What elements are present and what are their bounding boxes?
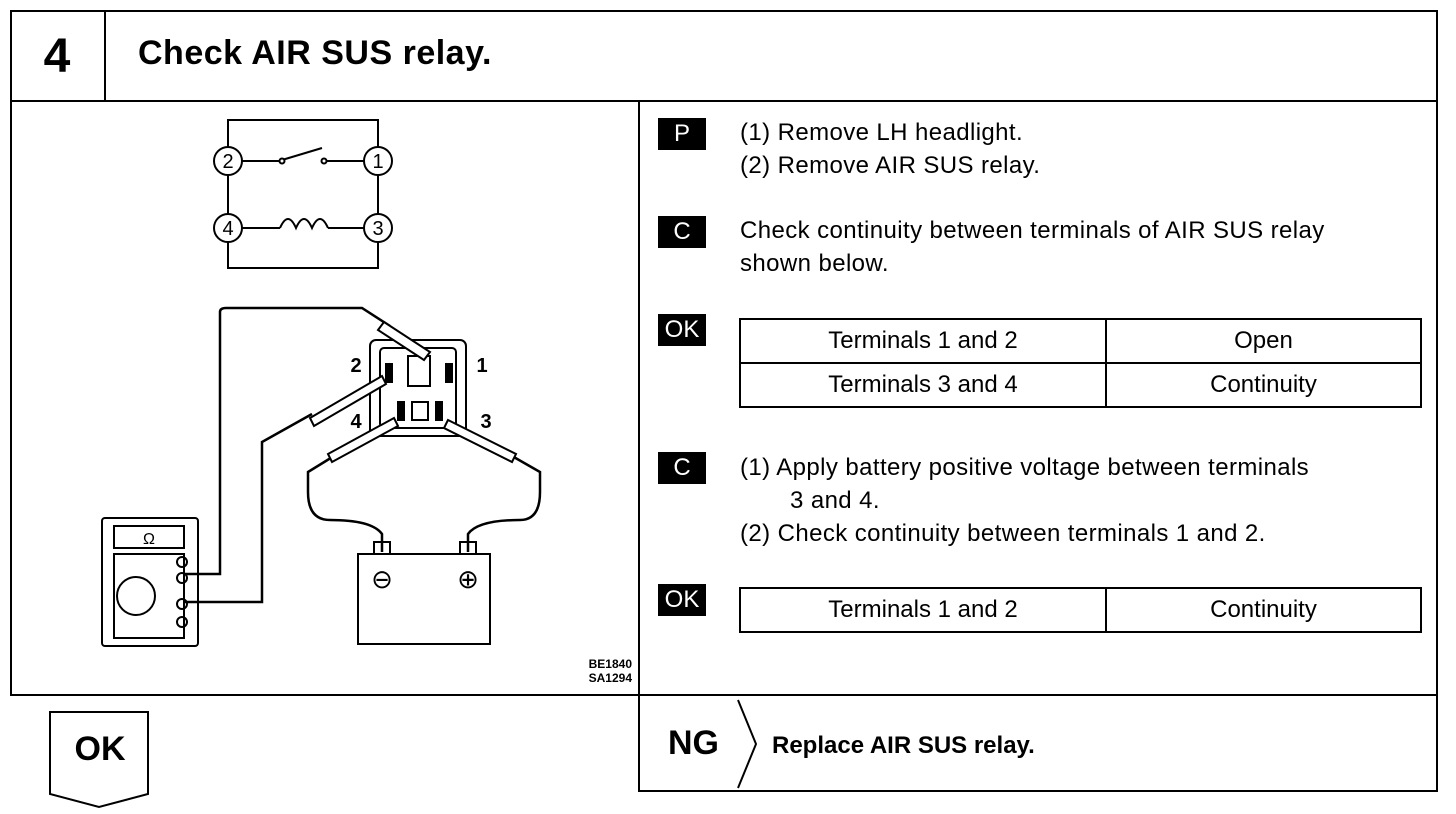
table-row: Terminals 1 and 2 Continuity [739,587,1422,633]
prep-tag: P [658,118,706,150]
ok2-tag: OK [658,584,706,616]
figure-code-1: BE1840 [589,657,633,671]
relay-terminal-2: 2 [350,355,361,377]
ok1-terminals-cell: Terminals 3 and 4 [739,362,1107,408]
schematic-terminal-3: 3 [372,218,383,240]
ng-action-text: Replace AIR SUS relay. [772,732,1035,759]
prep-line-1: (1) Remove LH headlight. [740,119,1024,146]
ok1-tag: OK [658,314,706,346]
ng-label: NG [668,724,719,762]
ok-flow-arrow-icon [49,711,149,809]
table-row: Terminals 1 and 2 Open [739,318,1422,364]
ohmmeter-symbol: Ω [143,531,155,548]
relay-terminal-3: 3 [480,411,491,433]
ng-box-bottom [638,790,1438,792]
step-number: 4 [10,10,106,102]
ok2-table: Terminals 1 and 2 Continuity [739,587,1422,633]
check2-line-1: (1) Apply battery positive voltage betwe… [740,454,1310,481]
step-title: Check AIR SUS relay. [138,34,492,72]
check2-tag: C [658,452,706,484]
prep-line-2: (2) Remove AIR SUS relay. [740,152,1041,179]
schematic-terminal-1: 1 [372,151,383,173]
relay-terminal-4: 4 [350,411,362,433]
schematic-terminal-4: 4 [222,218,233,240]
header-divider [10,100,1438,102]
ng-arrow-icon [737,699,758,789]
relay-terminal-1: 1 [476,355,487,377]
check1-line-1: Check continuity between terminals of AI… [740,217,1325,244]
relay-test-illustration: 2 1 4 3 2 1 4 3 [101,119,633,685]
ok1-result-cell: Open [1105,318,1422,364]
schematic-terminal-2: 2 [222,151,233,173]
panel-divider [638,100,640,792]
figure-code-2: SA1294 [589,671,633,685]
table-row: Terminals 3 and 4 Continuity [739,362,1422,408]
check1-line-2: shown below. [740,250,889,277]
ok2-result-cell: Continuity [1105,587,1422,633]
battery-plus-symbol: ⊕ [457,564,479,594]
check2-line-1b: 3 and 4. [790,487,880,514]
ok1-table: Terminals 1 and 2 Open Terminals 3 and 4… [739,318,1422,408]
ok-flow-label: OK [74,730,126,768]
check2-line-2: (2) Check continuity between terminals 1… [740,520,1266,547]
step-frame [10,10,1438,696]
ng-box-right [1436,694,1438,792]
ok1-terminals-cell: Terminals 1 and 2 [739,318,1107,364]
battery-minus-symbol: ⊖ [371,564,393,594]
ok1-result-cell: Continuity [1105,362,1422,408]
ok2-terminals-cell: Terminals 1 and 2 [739,587,1107,633]
check1-tag: C [658,216,706,248]
